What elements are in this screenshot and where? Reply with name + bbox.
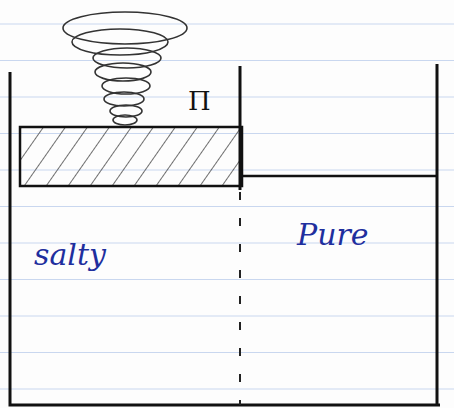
weight-spring <box>63 12 187 125</box>
divider-wall <box>239 66 242 190</box>
membrane <box>239 192 241 405</box>
compartment: Pure <box>242 178 435 403</box>
paper-line <box>0 388 454 389</box>
pressure-symbol: Π <box>188 88 211 114</box>
spring-coil <box>63 12 187 44</box>
paper-line <box>0 206 454 207</box>
compartment-label: salty <box>34 238 106 271</box>
compartment: salty <box>12 188 238 403</box>
compartment-label: Pure <box>297 218 369 251</box>
spring-coil <box>104 92 144 106</box>
paper-line <box>0 315 454 316</box>
paper-line <box>0 279 454 280</box>
container-wall <box>436 64 439 405</box>
paper-line <box>0 23 454 24</box>
notebook-lines <box>0 24 454 389</box>
paper-line <box>0 60 454 61</box>
container-wall <box>10 72 440 405</box>
piston <box>20 127 242 186</box>
spring-coil <box>113 115 137 125</box>
water-level <box>242 175 437 178</box>
paper-line <box>0 96 454 97</box>
paper-line <box>0 352 454 353</box>
